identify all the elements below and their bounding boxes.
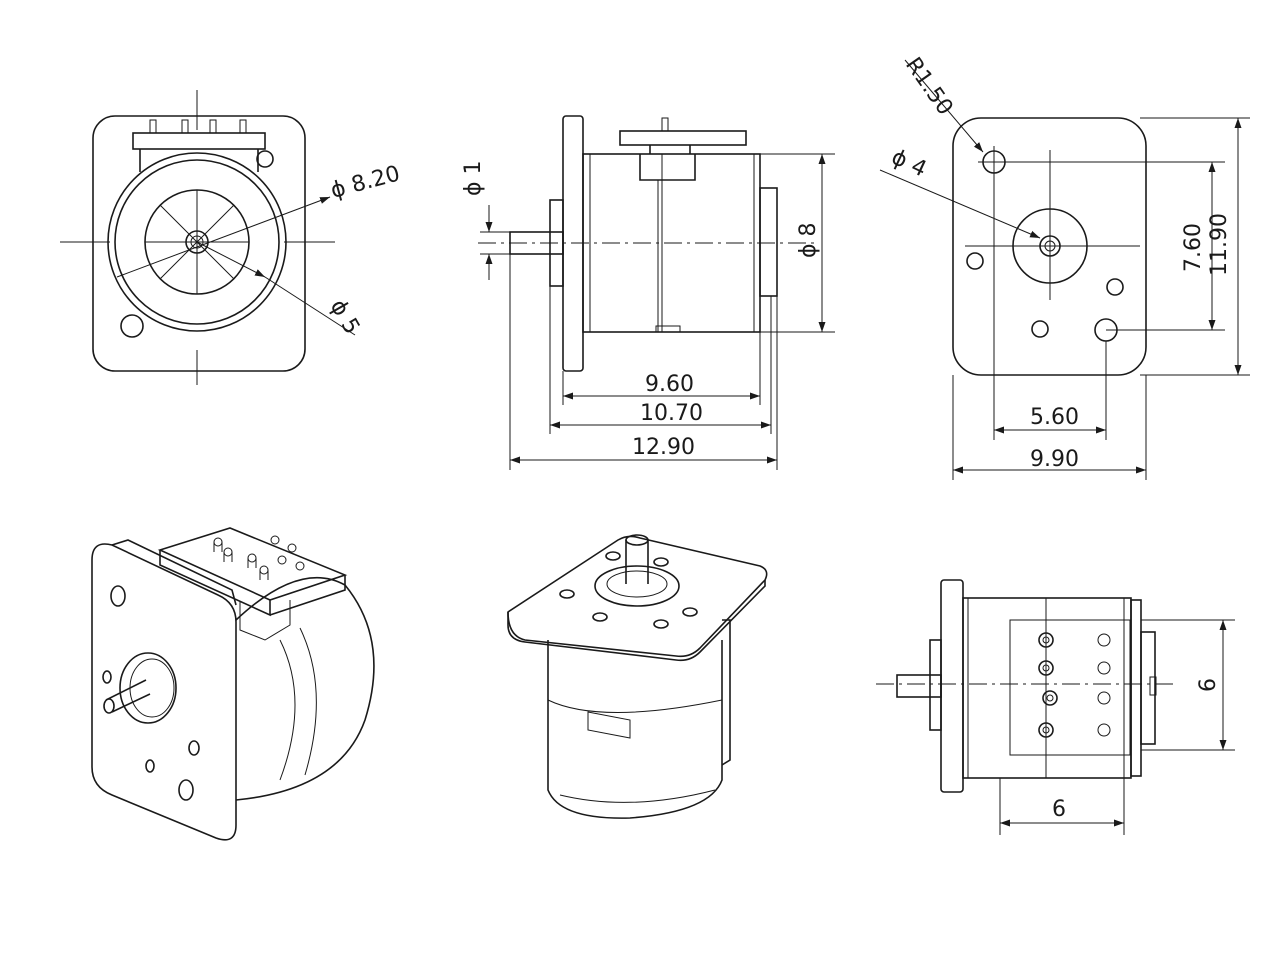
- plate-width-label: 9.90: [1030, 447, 1079, 472]
- hole-spacing-h-label: 5.60: [1030, 405, 1079, 430]
- body-dia-label: ϕ 8: [796, 222, 821, 258]
- rear-plate-view: R1.50 ϕ 4 7.60 11.90 5.60 9.90: [879, 53, 1250, 480]
- isometric-view-1: [91, 527, 375, 841]
- top-view: 6 6: [876, 579, 1235, 835]
- hole-dia-label: ϕ 4: [887, 145, 930, 183]
- hole-spacing-v-label: 7.60: [1181, 223, 1206, 272]
- front-outer-dia-label: ϕ 8.20: [328, 161, 403, 203]
- top-width-label: 6: [1052, 797, 1066, 822]
- corner-radius-label: R1.50: [900, 53, 957, 120]
- length-body-label: 9.60: [645, 372, 694, 397]
- isometric-view-2: [507, 534, 768, 819]
- length-mid-label: 10.70: [640, 401, 703, 426]
- length-total-label: 12.90: [632, 435, 695, 460]
- plate-height-label: 11.90: [1207, 213, 1232, 276]
- front-inner-dia-label: ϕ 5: [325, 296, 364, 339]
- side-view: ϕ 1 ϕ 8 9.60 10.70 12.90: [461, 115, 835, 470]
- shaft-dia-label: ϕ 1: [461, 160, 486, 196]
- top-height-label: 6: [1196, 678, 1221, 692]
- front-view: ϕ 8.20 ϕ 5: [60, 90, 403, 385]
